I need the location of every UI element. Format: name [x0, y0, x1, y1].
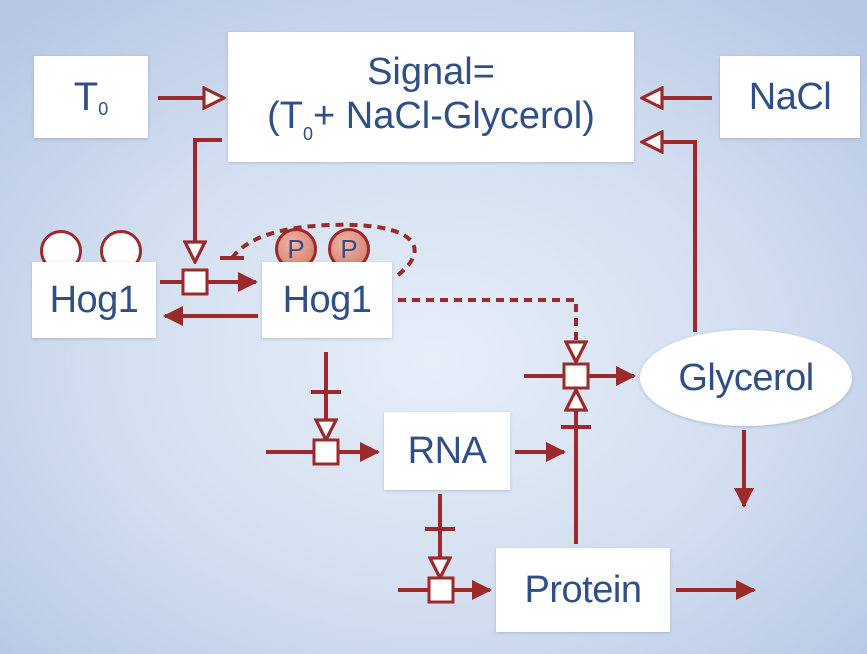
- reaction-node-translation: [427, 576, 455, 604]
- t0-subscript: 0: [98, 98, 109, 119]
- nacl-box: NaCl: [720, 56, 860, 138]
- protein-label: Protein: [524, 568, 642, 611]
- t0-label: T: [73, 74, 99, 119]
- phospho-label-1: P: [287, 233, 305, 264]
- arrow-signal-to-hog1-activation: [195, 138, 222, 262]
- signal-subscript: 0: [302, 124, 313, 144]
- hog1-active-label: Hog1: [282, 278, 372, 321]
- nacl-label: NaCl: [748, 75, 832, 118]
- rna-label: RNA: [407, 429, 487, 472]
- glycerol-label: Glycerol: [678, 356, 814, 399]
- hog1-inactive-box: Hog1: [32, 262, 156, 338]
- signal-box: Signal= (T0+ NaCl-Glycerol): [228, 32, 634, 162]
- reaction-node-phosphorylation: [181, 268, 209, 296]
- signal-line-2: (T0+ NaCl-Glycerol): [267, 94, 595, 144]
- dashed-hog1pp-to-reaction: [398, 298, 576, 362]
- signal-rest: + NaCl-Glycerol): [313, 95, 595, 137]
- reaction-node-glycerol-production: [562, 362, 590, 390]
- protein-box: Protein: [496, 548, 670, 632]
- signal-open: (T: [267, 95, 303, 137]
- glycerol-ellipse: Glycerol: [640, 330, 852, 426]
- hog1-active-box: Hog1: [262, 262, 392, 338]
- arrow-glycerol-to-signal: [642, 142, 697, 332]
- hog1-inactive-label: Hog1: [49, 278, 139, 321]
- phospho-label-2: P: [340, 233, 358, 264]
- signal-line-1: Signal=: [367, 51, 495, 93]
- rna-box: RNA: [384, 412, 510, 490]
- reaction-node-transcription: [312, 438, 340, 466]
